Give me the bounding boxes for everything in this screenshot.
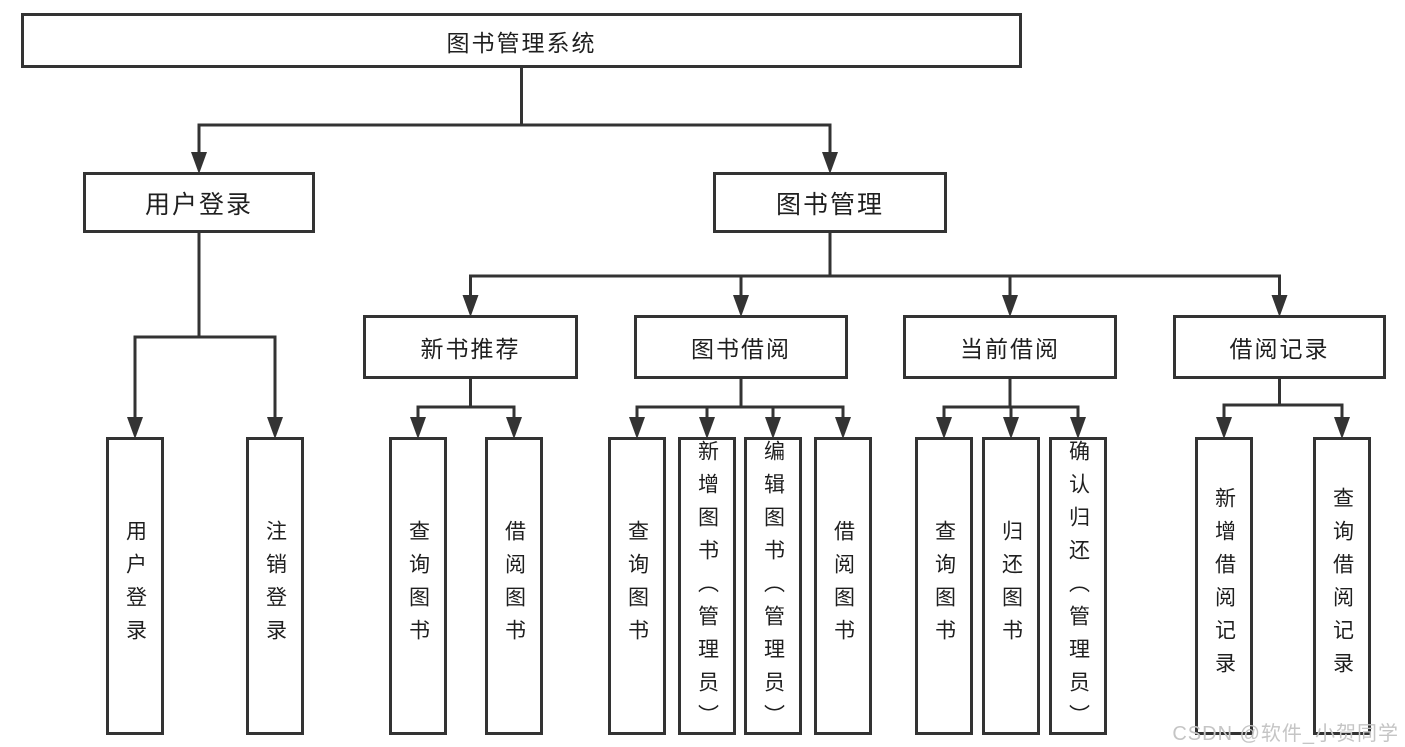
- node-label-bb-add-books: 新增图书（管理员）: [695, 440, 719, 737]
- node-label-bb-edit-books: 编辑图书（管理员）: [761, 440, 785, 737]
- node-book-mgmt: 图书管理: [713, 172, 947, 233]
- node-leaf-logout: 注销登录: [246, 437, 304, 735]
- node-br-query-record: 查询借阅记录: [1313, 437, 1371, 735]
- node-nb-query-books: 查询图书: [389, 437, 447, 735]
- node-label-cb-query-books: 查询图书: [932, 520, 956, 652]
- node-bb-query-books: 查询图书: [608, 437, 666, 735]
- node-label-bb-query-books: 查询图书: [625, 520, 649, 652]
- node-label-current-borrow: 当前借阅: [960, 336, 1060, 362]
- node-label-cb-return-books: 归还图书: [999, 520, 1023, 652]
- node-label-bb-borrow-books: 借阅图书: [831, 520, 855, 652]
- node-label-leaf-logout: 注销登录: [263, 520, 287, 652]
- watermark: CSDN @软件_小贺同学: [1172, 723, 1399, 745]
- node-nb-borrow-books: 借阅图书: [485, 437, 543, 735]
- node-label-borrow-records: 借阅记录: [1229, 336, 1330, 362]
- node-cb-query-books: 查询图书: [915, 437, 973, 735]
- node-new-book-rec: 新书推荐: [363, 315, 578, 379]
- node-label-cb-confirm-return: 确认归还（管理员）: [1066, 440, 1090, 737]
- node-cb-confirm-return: 确认归还（管理员）: [1049, 437, 1107, 737]
- node-root: 图书管理系统: [21, 13, 1022, 68]
- node-label-nb-query-books: 查询图书: [406, 520, 430, 652]
- node-cb-return-books: 归还图书: [982, 437, 1040, 735]
- node-label-br-add-record: 新增借阅记录: [1212, 487, 1236, 685]
- node-label-root: 图书管理系统: [446, 29, 597, 56]
- node-user-login: 用户登录: [83, 172, 315, 233]
- node-label-nb-borrow-books: 借阅图书: [502, 520, 526, 652]
- node-label-leaf-user-login: 用户登录: [123, 520, 147, 652]
- node-label-br-query-record: 查询借阅记录: [1330, 487, 1354, 685]
- node-label-book-mgmt: 图书管理: [775, 190, 884, 219]
- node-book-borrow: 图书借阅: [634, 315, 848, 379]
- node-label-new-book-rec: 新书推荐: [420, 336, 521, 362]
- node-bb-edit-books: 编辑图书（管理员）: [744, 437, 802, 737]
- node-borrow-records: 借阅记录: [1173, 315, 1386, 379]
- node-bb-borrow-books: 借阅图书: [814, 437, 872, 735]
- node-br-add-record: 新增借阅记录: [1195, 437, 1253, 735]
- node-current-borrow: 当前借阅: [903, 315, 1117, 379]
- node-label-book-borrow: 图书借阅: [691, 336, 791, 362]
- node-bb-add-books: 新增图书（管理员）: [678, 437, 736, 737]
- node-leaf-user-login: 用户登录: [106, 437, 164, 735]
- node-label-user-login: 用户登录: [144, 190, 253, 219]
